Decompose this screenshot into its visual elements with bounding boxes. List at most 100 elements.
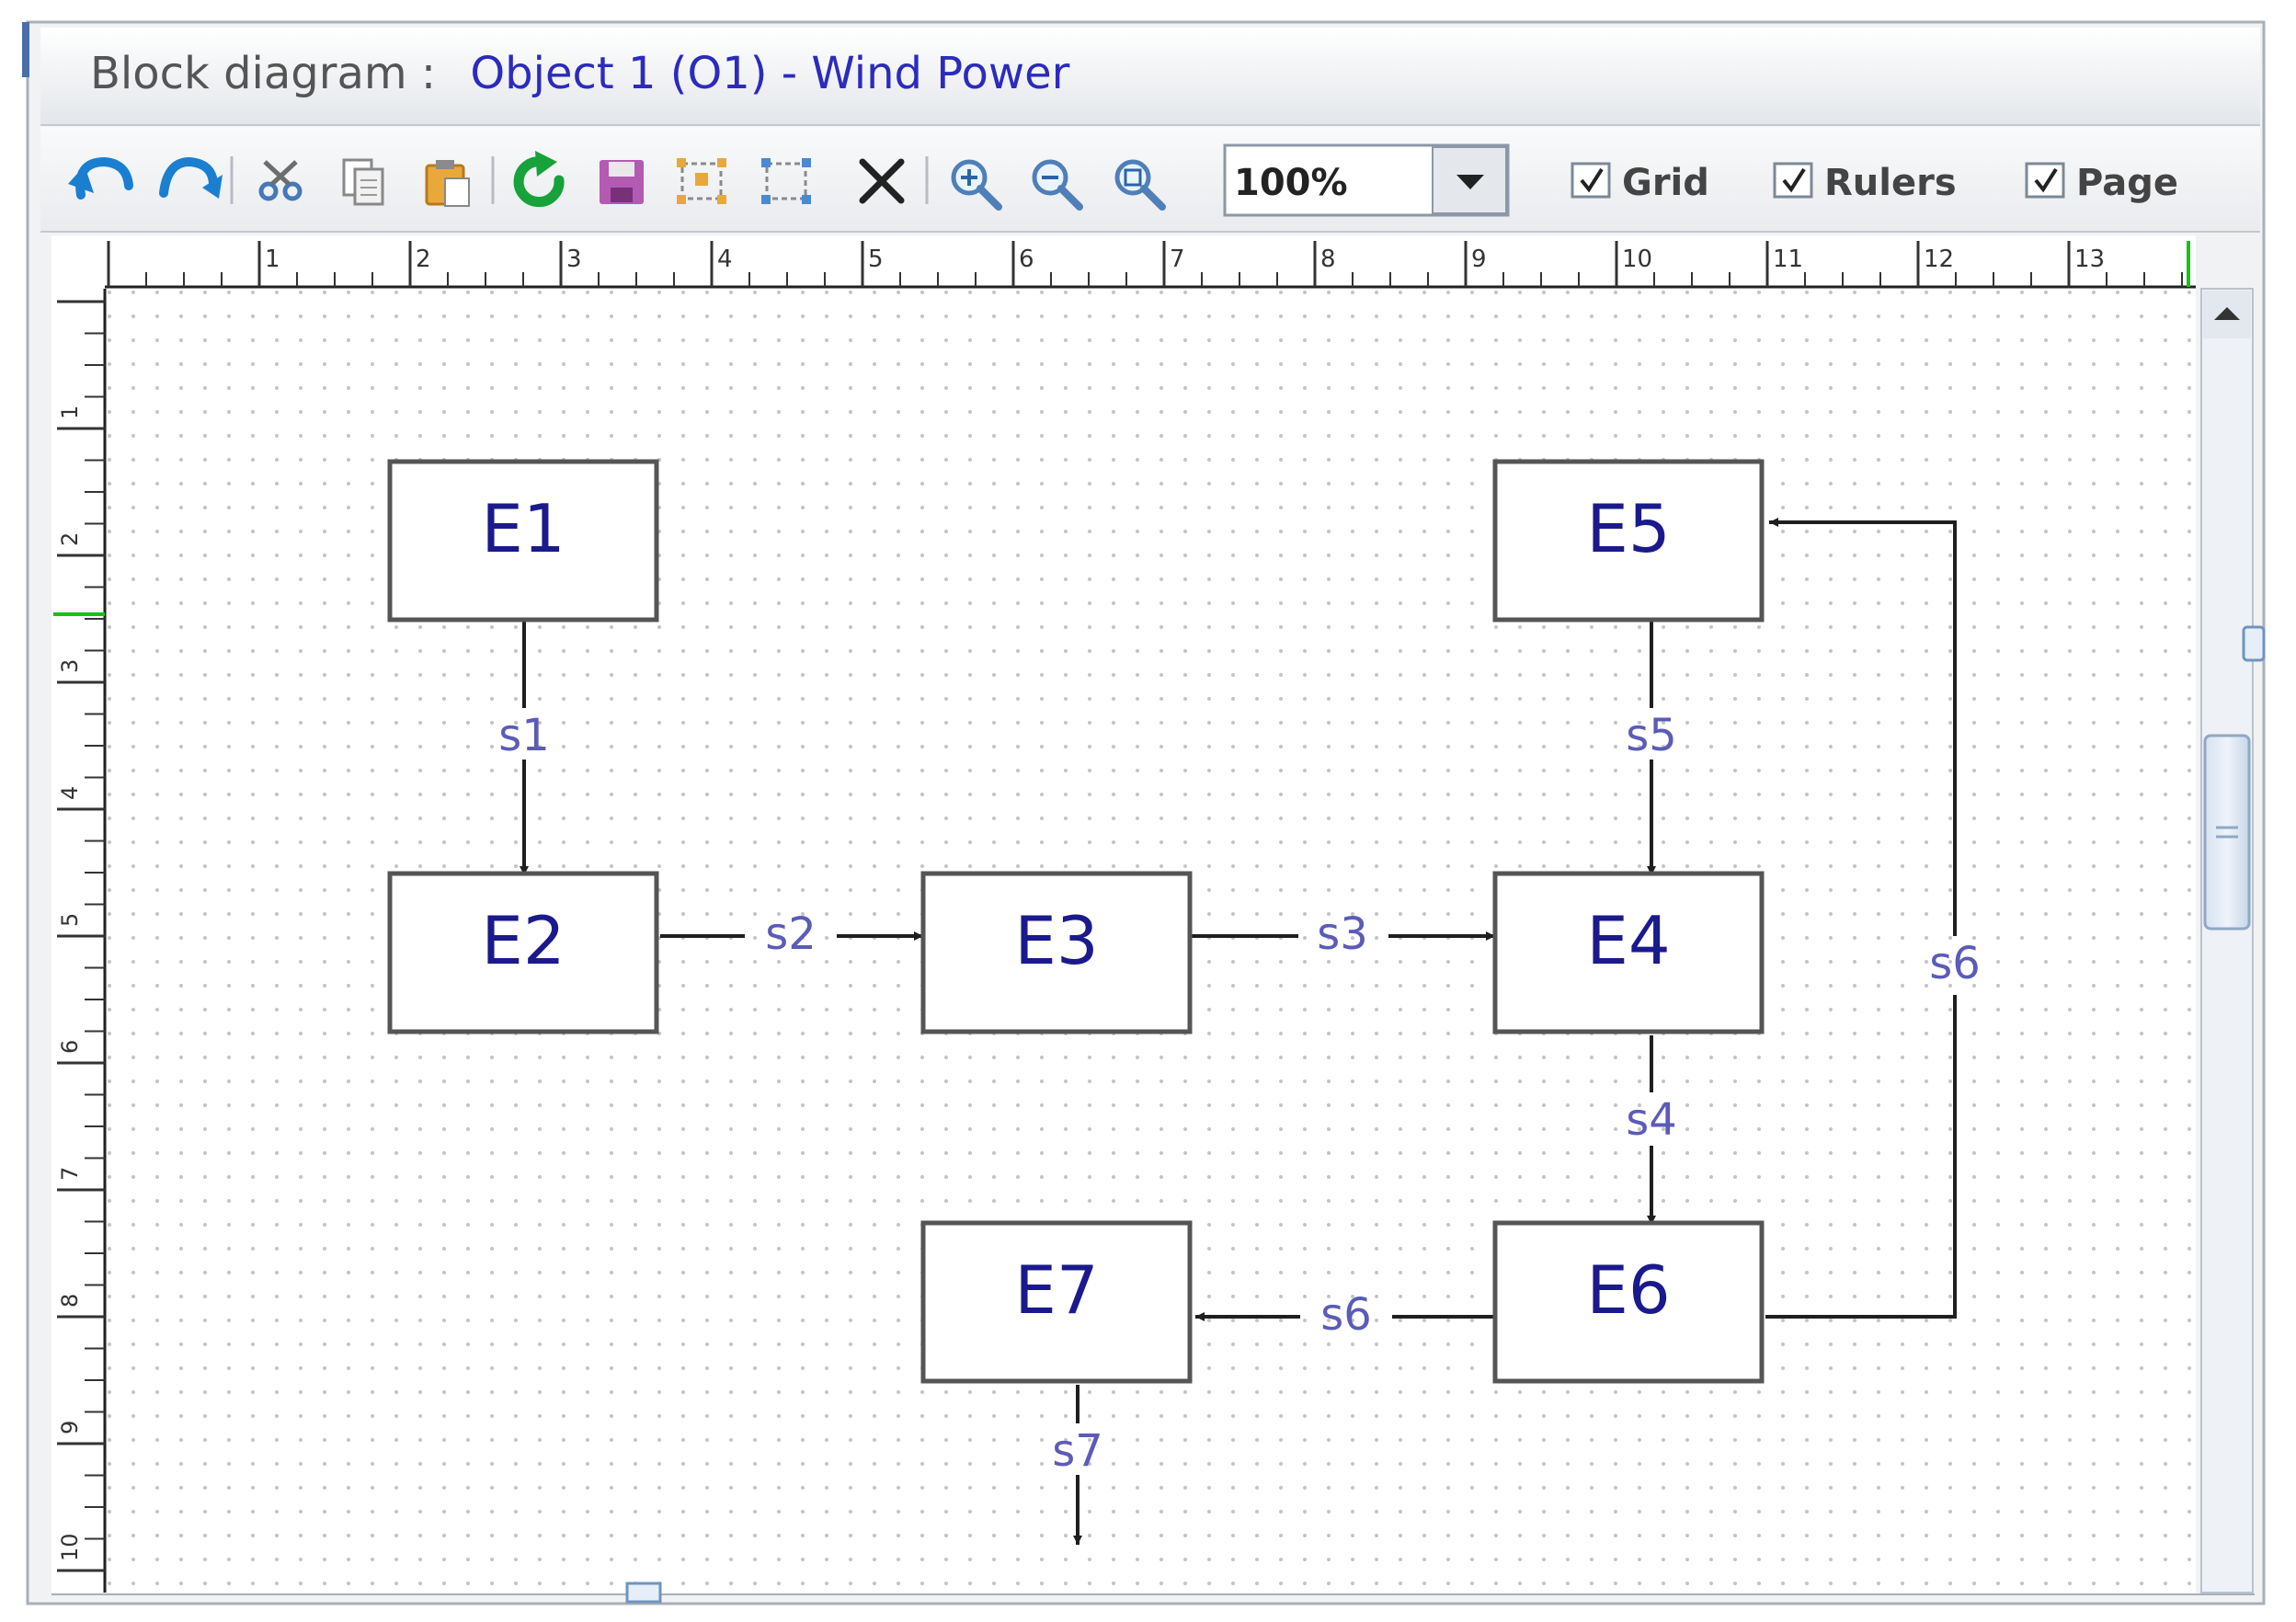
zoom-fit-button[interactable] (1114, 159, 1166, 211)
rulers-checkbox-box[interactable] (1773, 162, 1813, 199)
blocks: E1 E2 E3 E4 E5 E6 E7 (387, 459, 1765, 1384)
ruler-number: 9 (1471, 246, 1487, 273)
ruler-number: 5 (868, 246, 884, 273)
copy-icon (342, 158, 384, 206)
ruler-number: 9 (57, 1421, 83, 1434)
ruler-number: 2 (57, 532, 83, 546)
grid-checkbox[interactable]: Grid (1571, 162, 1709, 204)
zoom-out-button[interactable] (1032, 159, 1083, 211)
block-e6[interactable]: E6 (1492, 1220, 1765, 1384)
block-e2[interactable]: E2 (387, 871, 659, 1034)
zoom-out-icon (1032, 159, 1083, 211)
ruler-number: 7 (1170, 246, 1185, 273)
block-label-e7: E7 (1014, 1251, 1098, 1329)
undo-button[interactable] (68, 156, 133, 200)
group-icon (677, 158, 726, 204)
ruler-number: 6 (1019, 246, 1034, 273)
ruler-number: 8 (57, 1294, 83, 1308)
zoom-select[interactable]: 100% (1223, 143, 1510, 217)
ruler-number: 10 (1622, 246, 1652, 273)
title-bar: Block diagram : Object 1 (O1) - Wind Pow… (40, 28, 2260, 126)
ruler-number: 4 (57, 786, 83, 800)
page-checkbox[interactable]: Page (2025, 162, 2178, 204)
ruler-number: 1 (57, 406, 83, 419)
vertical-scrollbar[interactable] (2200, 288, 2266, 1593)
block-label-e6: E6 (1586, 1251, 1670, 1329)
window-title: Block diagram : Object 1 (O1) - Wind Pow… (90, 48, 1070, 99)
signal-label-s5: s5 (1626, 710, 1677, 761)
paste-button[interactable] (425, 160, 470, 207)
checkmark-icon (1580, 167, 1604, 193)
ruler-number: 3 (566, 246, 582, 273)
page-checkbox-label: Page (2076, 162, 2178, 204)
ruler-number: 3 (57, 659, 83, 673)
undo-icon (68, 156, 133, 200)
ruler-number: 10 (57, 1533, 83, 1561)
block-e7[interactable]: E7 (920, 1220, 1193, 1384)
group-button[interactable] (677, 158, 726, 204)
ruler-number: 4 (717, 246, 733, 273)
splitter-handle[interactable] (2242, 625, 2266, 662)
scrollbar-thumb[interactable] (2203, 734, 2251, 931)
redo-button[interactable] (159, 156, 223, 199)
checkmark-icon (2034, 167, 2058, 193)
signal-label-s3: s3 (1317, 908, 1368, 960)
block-label-e1: E1 (481, 490, 565, 567)
ruler-number: 12 (1924, 246, 1954, 273)
zoom-in-icon (951, 159, 1002, 211)
save-icon (600, 160, 644, 204)
zoom-in-button[interactable] (951, 159, 1002, 211)
ungroup-button[interactable] (761, 158, 811, 204)
signal-label-s1: s1 (498, 710, 550, 761)
grid-checkbox-box[interactable] (1571, 162, 1611, 199)
signal-labels: s1 s2 s3 s4 s5 s6 s6 s7 (498, 710, 1981, 1477)
block-e3[interactable]: E3 (920, 871, 1193, 1034)
connector-s6-loop[interactable] (1765, 522, 1957, 1319)
signal-label-s6-loop: s6 (1929, 938, 1981, 989)
toolbar: 100% Grid Rulers Page (40, 127, 2260, 233)
refresh-button[interactable] (513, 151, 565, 208)
chevron-down-icon (1456, 175, 1484, 189)
signal-label-s4: s4 (1626, 1094, 1677, 1146)
ruler-number: 1 (265, 246, 280, 273)
signal-label-s6-left: s6 (1320, 1289, 1372, 1341)
ruler-number: 11 (1773, 246, 1803, 273)
cut-button[interactable] (258, 160, 303, 201)
ruler-number: 13 (2074, 246, 2105, 273)
ruler-number: 2 (416, 246, 431, 273)
rulers-checkbox[interactable]: Rulers (1773, 162, 1957, 204)
signal-label-s2: s2 (765, 908, 817, 960)
page-checkbox-box[interactable] (2025, 162, 2065, 199)
signal-label-s7: s7 (1052, 1425, 1103, 1477)
ruler-number: 8 (1320, 246, 1336, 273)
zoom-value: 100% (1234, 162, 1348, 204)
copy-button[interactable] (342, 158, 384, 206)
block-label-e2: E2 (481, 902, 565, 979)
splitter-handle[interactable] (625, 1582, 662, 1604)
title-object-name: Object 1 (O1) - Wind Power (470, 48, 1069, 99)
scissors-icon (258, 160, 303, 201)
block-e4[interactable]: E4 (1492, 871, 1765, 1034)
chevron-up-icon (2214, 307, 2240, 320)
ruler-number: 7 (57, 1167, 83, 1181)
ruler-corner (51, 235, 105, 289)
zoom-fit-icon (1114, 159, 1166, 211)
block-e1[interactable]: E1 (387, 459, 659, 623)
grid-checkbox-label: Grid (1622, 162, 1709, 204)
block-label-e3: E3 (1014, 902, 1098, 979)
block-label-e4: E4 (1586, 902, 1670, 979)
block-label-e5: E5 (1586, 490, 1670, 567)
title-prefix: Block diagram : (90, 48, 436, 99)
delete-button[interactable] (859, 158, 905, 204)
paste-icon (425, 160, 470, 207)
block-e5[interactable]: E5 (1492, 459, 1765, 623)
redo-icon (159, 156, 223, 199)
close-icon (859, 158, 905, 204)
save-button[interactable] (600, 160, 644, 204)
connectors (524, 522, 1957, 1545)
ungroup-icon (761, 158, 811, 204)
ruler-number: 6 (57, 1040, 83, 1054)
